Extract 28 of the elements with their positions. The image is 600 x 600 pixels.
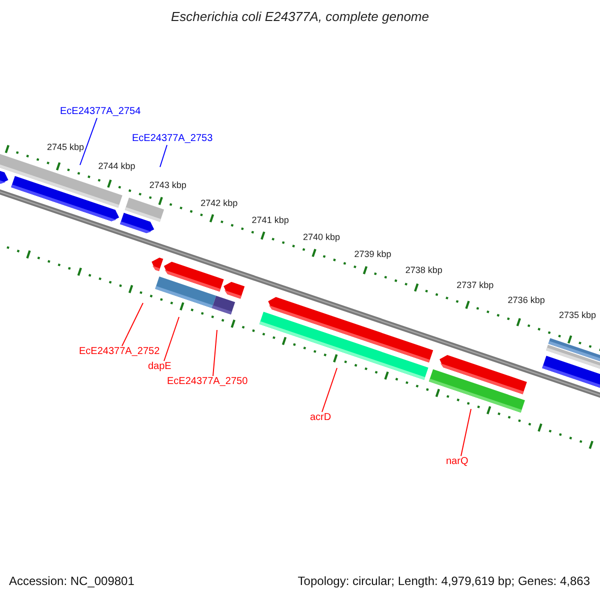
leader-line (212, 330, 218, 376)
scale-label: 2738 kbp (405, 266, 442, 276)
gene-label: EcE24377A_2750 (167, 376, 248, 387)
leader-line (460, 408, 472, 456)
gene-label: EcE24377A_2753 (132, 133, 213, 144)
leader-line (160, 144, 168, 168)
gene-label: dapE (148, 361, 172, 372)
scale-label: 2735 kbp (559, 311, 596, 321)
scale-label: 2737 kbp (456, 281, 494, 291)
title: Escherichia coli E24377A, complete genome (170, 10, 430, 24)
scale-label: 2741 kbp (252, 216, 289, 226)
gene-label: EcE24377A_2754 (60, 106, 141, 117)
gene-label: narQ (446, 456, 468, 467)
scale-label: 2736 kbp (508, 296, 545, 306)
leader-line (164, 316, 180, 362)
gene-label: EcE24377A_2752 (79, 346, 160, 357)
scale-label: 2742 kbp (200, 199, 238, 209)
genome-info-text: Topology: circular; Length: 4,979,619 bp; Genes: 4,863 (298, 575, 590, 588)
leader-line (122, 302, 144, 346)
scale-label: 2740 kbp (303, 233, 340, 243)
scale-label: 2744 kbp (98, 162, 136, 172)
leader-line (80, 118, 98, 166)
scale-label: 2745 kbp (47, 143, 84, 153)
scale-label: 2743 kbp (149, 181, 186, 191)
gene-label: acrD (310, 412, 332, 423)
scale-label: 2739 kbp (354, 250, 392, 260)
leader-line (322, 368, 338, 412)
accession-text: Accession: NC_009801 (9, 575, 134, 588)
